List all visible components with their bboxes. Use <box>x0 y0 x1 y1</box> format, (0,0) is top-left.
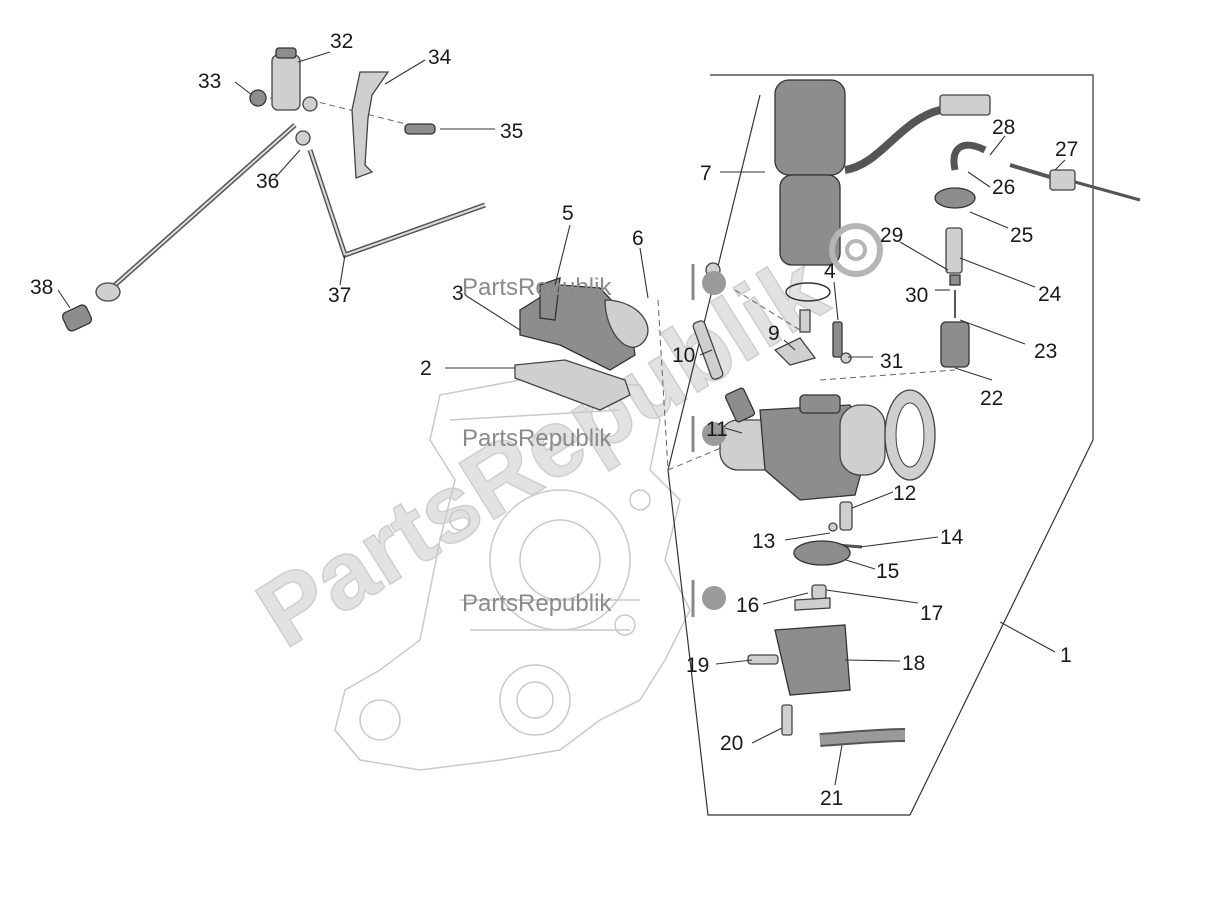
callout-23: 23 <box>1034 340 1057 363</box>
callout-32: 32 <box>330 30 353 53</box>
callout-3: 3 <box>452 282 464 305</box>
callout-10: 10 <box>672 344 695 367</box>
callout-37: 37 <box>328 284 351 307</box>
callout-11: 11 <box>706 418 728 441</box>
callout-18: 18 <box>902 652 925 675</box>
callout-35: 35 <box>500 120 523 143</box>
callout-5: 5 <box>562 202 574 225</box>
callout-1: 1 <box>1060 644 1072 667</box>
callout-36: 36 <box>256 170 279 193</box>
callout-26: 26 <box>992 176 1015 199</box>
svg-text:PartsRepublik: PartsRepublik <box>462 274 612 301</box>
callout-17: 17 <box>920 602 943 625</box>
callout-31: 31 <box>880 350 903 373</box>
callout-22: 22 <box>980 387 1003 410</box>
callout-14: 14 <box>940 526 964 549</box>
callout-38: 38 <box>30 276 53 299</box>
intake-manifold <box>514 277 649 411</box>
callout-15: 15 <box>876 560 899 583</box>
watermark-brand-2: PartsRepublik <box>462 416 726 452</box>
watermark-gear-large <box>829 223 883 277</box>
engine-case-outline <box>334 379 691 771</box>
callout-6: 6 <box>632 227 644 250</box>
callout-24: 24 <box>1038 283 1062 306</box>
callout-19: 19 <box>686 654 709 677</box>
callout-7: 7 <box>700 162 712 185</box>
callout-12: 12 <box>893 482 916 505</box>
carburetor-body <box>719 389 936 501</box>
callout-27: 27 <box>1055 138 1078 161</box>
callout-4: 4 <box>824 260 836 283</box>
callout-9: 9 <box>768 322 780 345</box>
callout-16: 16 <box>736 594 759 617</box>
leader-lines <box>57 51 1066 786</box>
callout-13: 13 <box>752 530 775 553</box>
callout-20: 20 <box>720 732 743 755</box>
callout-34: 34 <box>428 46 452 69</box>
starter-lever-assembly <box>61 47 486 332</box>
callout-29: 29 <box>880 224 903 247</box>
callout-30: 30 <box>905 284 928 307</box>
svg-text:PartsRepublik: PartsRepublik <box>462 590 612 617</box>
callout-2: 2 <box>420 357 432 380</box>
throttle-slide-parts <box>934 141 1141 368</box>
callout-28: 28 <box>992 116 1015 139</box>
callout-33: 33 <box>198 70 221 93</box>
svg-text:PartsRepublik: PartsRepublik <box>462 425 612 452</box>
watermark-brand-3: PartsRepublik <box>462 580 726 617</box>
autostarter-unit <box>774 79 991 302</box>
callout-21: 21 <box>820 787 843 810</box>
callout-25: 25 <box>1010 224 1033 247</box>
watermark-brand-1: PartsRepublik <box>462 264 726 301</box>
